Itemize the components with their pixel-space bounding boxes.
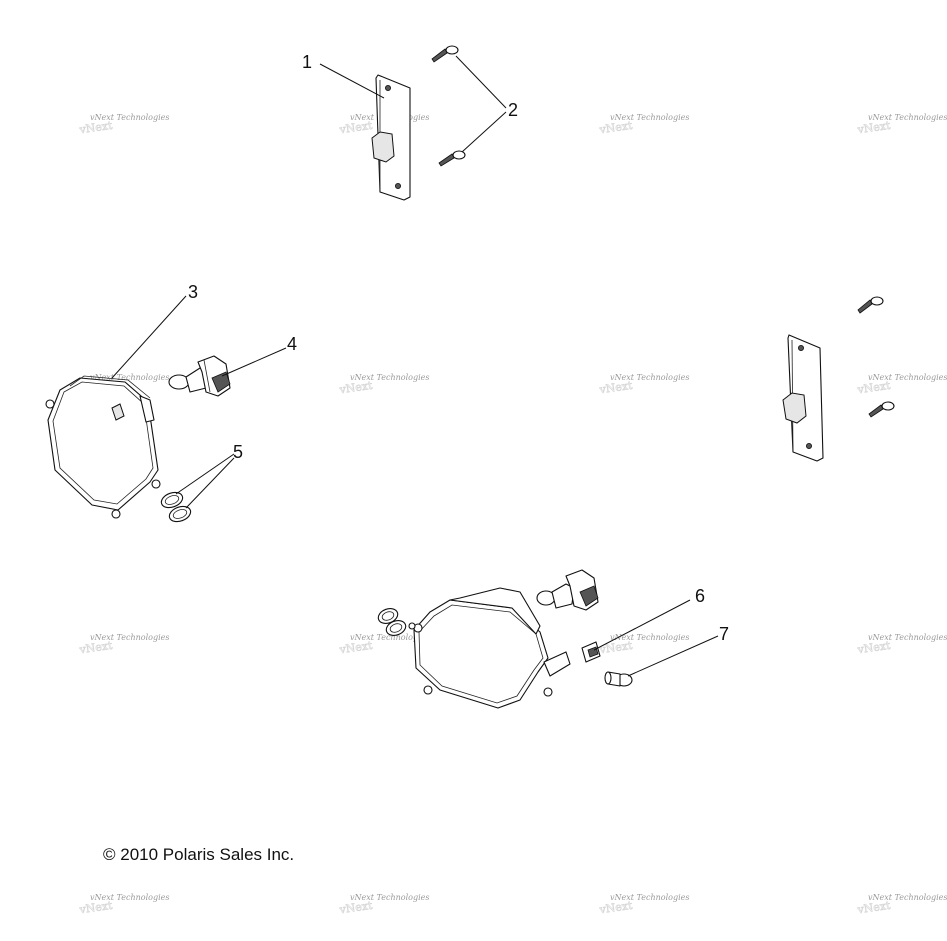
callout-7: 7 (719, 624, 729, 644)
watermark-text: vNext Technologies (610, 893, 689, 902)
watermark-text: vNext Technologies (610, 373, 689, 382)
leader-line (221, 347, 287, 377)
watermark-text: vNext Technologies (350, 893, 429, 902)
watermark-text: vNext Technologies (868, 373, 947, 382)
leader-line (627, 635, 719, 677)
watermark-text: vNext Technologies (868, 893, 947, 902)
callout-3: 3 (188, 282, 198, 302)
callout-6: 6 (695, 586, 705, 606)
callout-2: 2 (508, 100, 518, 120)
watermark-ghost: vNext (598, 379, 634, 397)
copyright-icon: © (103, 845, 116, 864)
watermark-text: vNext Technologies (90, 633, 169, 642)
watermark: vNext vNext Technologies (597, 373, 689, 397)
watermark: vNext vNext Technologies (855, 633, 947, 657)
callout-4: 4 (287, 334, 297, 354)
watermark-text: vNext Technologies (90, 113, 169, 122)
watermark-ghost: vNext (856, 899, 892, 917)
small-fitting[interactable] (408, 622, 416, 630)
copyright-notice: © 2010 Polaris Sales Inc. (103, 845, 294, 865)
headlamp-assembly[interactable] (45, 375, 161, 519)
headlamp-bulb[interactable] (536, 569, 599, 611)
watermark-text: vNext Technologies (90, 893, 169, 902)
watermark-text: vNext Technologies (868, 633, 947, 642)
o-ring[interactable] (167, 504, 192, 525)
watermark: vNext vNext Technologies (855, 373, 947, 397)
watermark: vNext vNext Technologies (77, 893, 169, 917)
watermark-ghost: vNext (598, 119, 634, 137)
watermark-text: vNext Technologies (610, 633, 689, 642)
copyright-text: 2010 Polaris Sales Inc. (120, 845, 295, 864)
watermark-ghost: vNext (856, 639, 892, 657)
watermark: vNext vNext Technologies (337, 633, 429, 657)
watermark-text: vNext Technologies (350, 633, 429, 642)
watermark: vNext vNext Technologies (597, 633, 689, 657)
leader-line (185, 457, 235, 509)
leader-line (461, 111, 507, 153)
watermark: vNext vNext Technologies (597, 893, 689, 917)
screw[interactable] (868, 401, 895, 418)
watermark: vNext vNext Technologies (337, 893, 429, 917)
callout-1: 1 (302, 52, 312, 72)
watermark-layer: vNext vNext Technologies vNext vNext Tec… (77, 113, 947, 917)
watermark-text: vNext Technologies (610, 113, 689, 122)
screw[interactable] (438, 150, 466, 167)
watermark-ghost: vNext (78, 899, 114, 917)
side-marker-reflector[interactable] (782, 334, 824, 462)
watermark: vNext vNext Technologies (597, 113, 689, 137)
leader-line (455, 55, 507, 109)
callouts: 1 2 3 4 5 6 7 (188, 52, 729, 644)
watermark-ghost: vNext (856, 119, 892, 137)
leader-line (593, 599, 691, 651)
watermark: vNext vNext Technologies (337, 373, 429, 397)
headlamp-assembly[interactable] (413, 587, 571, 709)
o-ring[interactable] (159, 490, 184, 511)
push-rivet[interactable] (604, 671, 633, 687)
watermark-ghost: vNext (78, 639, 114, 657)
watermark-text: vNext Technologies (868, 113, 947, 122)
clip[interactable] (581, 641, 601, 663)
leader-line (175, 453, 235, 495)
headlamp-bulb[interactable] (168, 355, 231, 397)
screw[interactable] (431, 45, 459, 63)
side-marker-reflector[interactable] (371, 74, 411, 201)
watermark-ghost: vNext (338, 119, 374, 137)
watermark-ghost: vNext (338, 379, 374, 397)
watermark-ghost: vNext (856, 379, 892, 397)
watermark-ghost: vNext (338, 639, 374, 657)
leader-lines (111, 55, 719, 677)
watermark-ghost: vNext (598, 899, 634, 917)
watermark: vNext vNext Technologies (855, 113, 947, 137)
screw[interactable] (857, 296, 884, 314)
o-ring[interactable] (384, 618, 408, 638)
watermark-ghost: vNext (78, 119, 114, 137)
watermark-ghost: vNext (338, 899, 374, 917)
watermark-text: vNext Technologies (90, 373, 169, 382)
leader-line (319, 63, 385, 99)
watermark: vNext vNext Technologies (855, 893, 947, 917)
watermark: vNext vNext Technologies (77, 113, 169, 137)
watermark-text: vNext Technologies (350, 373, 429, 382)
leader-line (111, 295, 187, 379)
callout-5: 5 (233, 442, 243, 462)
watermark: vNext vNext Technologies (77, 633, 169, 657)
